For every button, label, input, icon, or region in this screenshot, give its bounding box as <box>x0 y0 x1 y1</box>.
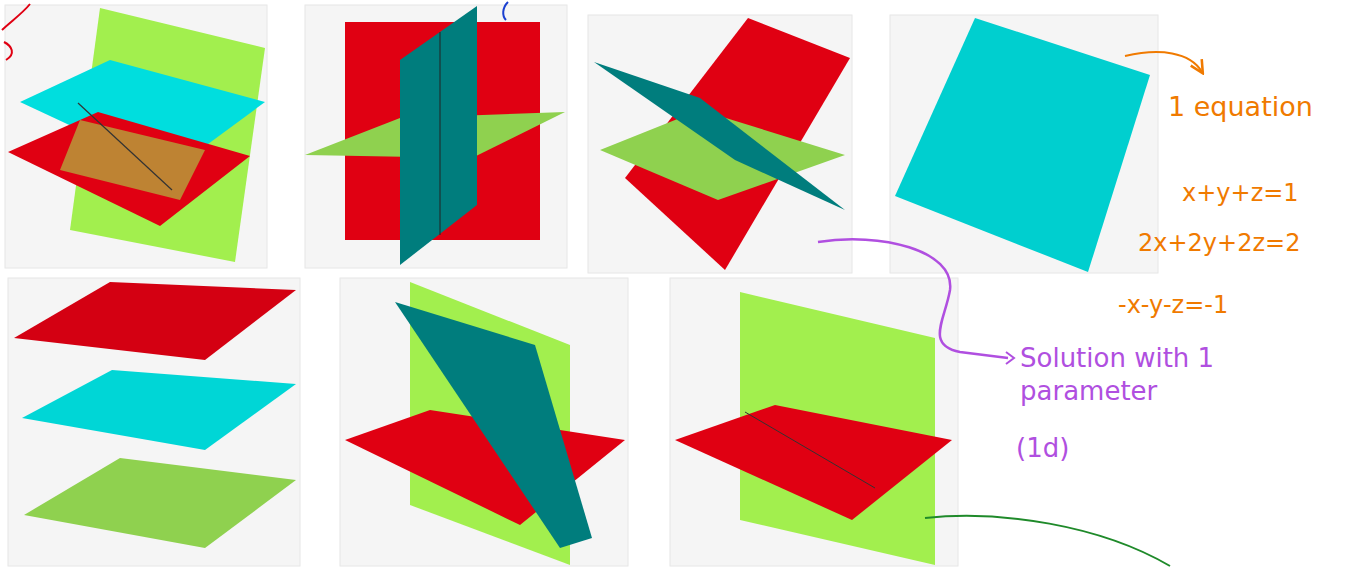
orange-arrow <box>1125 52 1202 72</box>
equation-label: 2x+2y+2z=2 <box>1138 228 1300 258</box>
panel-six <box>345 282 625 565</box>
equation-label: -x-y-z=-1 <box>1118 290 1228 320</box>
panel-five <box>14 282 296 548</box>
annotation-note: (1d) <box>1016 432 1069 465</box>
panel-frames <box>5 5 1158 566</box>
panel-two <box>305 6 565 265</box>
panel-three <box>594 18 850 270</box>
panel-seven <box>675 292 952 565</box>
green-leader <box>925 516 1170 566</box>
single-plane <box>895 18 1150 272</box>
annotation-note: 1 equation <box>1168 90 1313 124</box>
red-mark <box>2 4 30 60</box>
equation-label: x+y+z=1 <box>1182 178 1299 208</box>
purple-arrowhead <box>1006 352 1014 364</box>
annotation-note: Solution with 1 parameter <box>1020 342 1320 407</box>
panel-one <box>8 8 265 262</box>
blue-mark <box>503 2 508 20</box>
purple-leader <box>818 239 1008 358</box>
